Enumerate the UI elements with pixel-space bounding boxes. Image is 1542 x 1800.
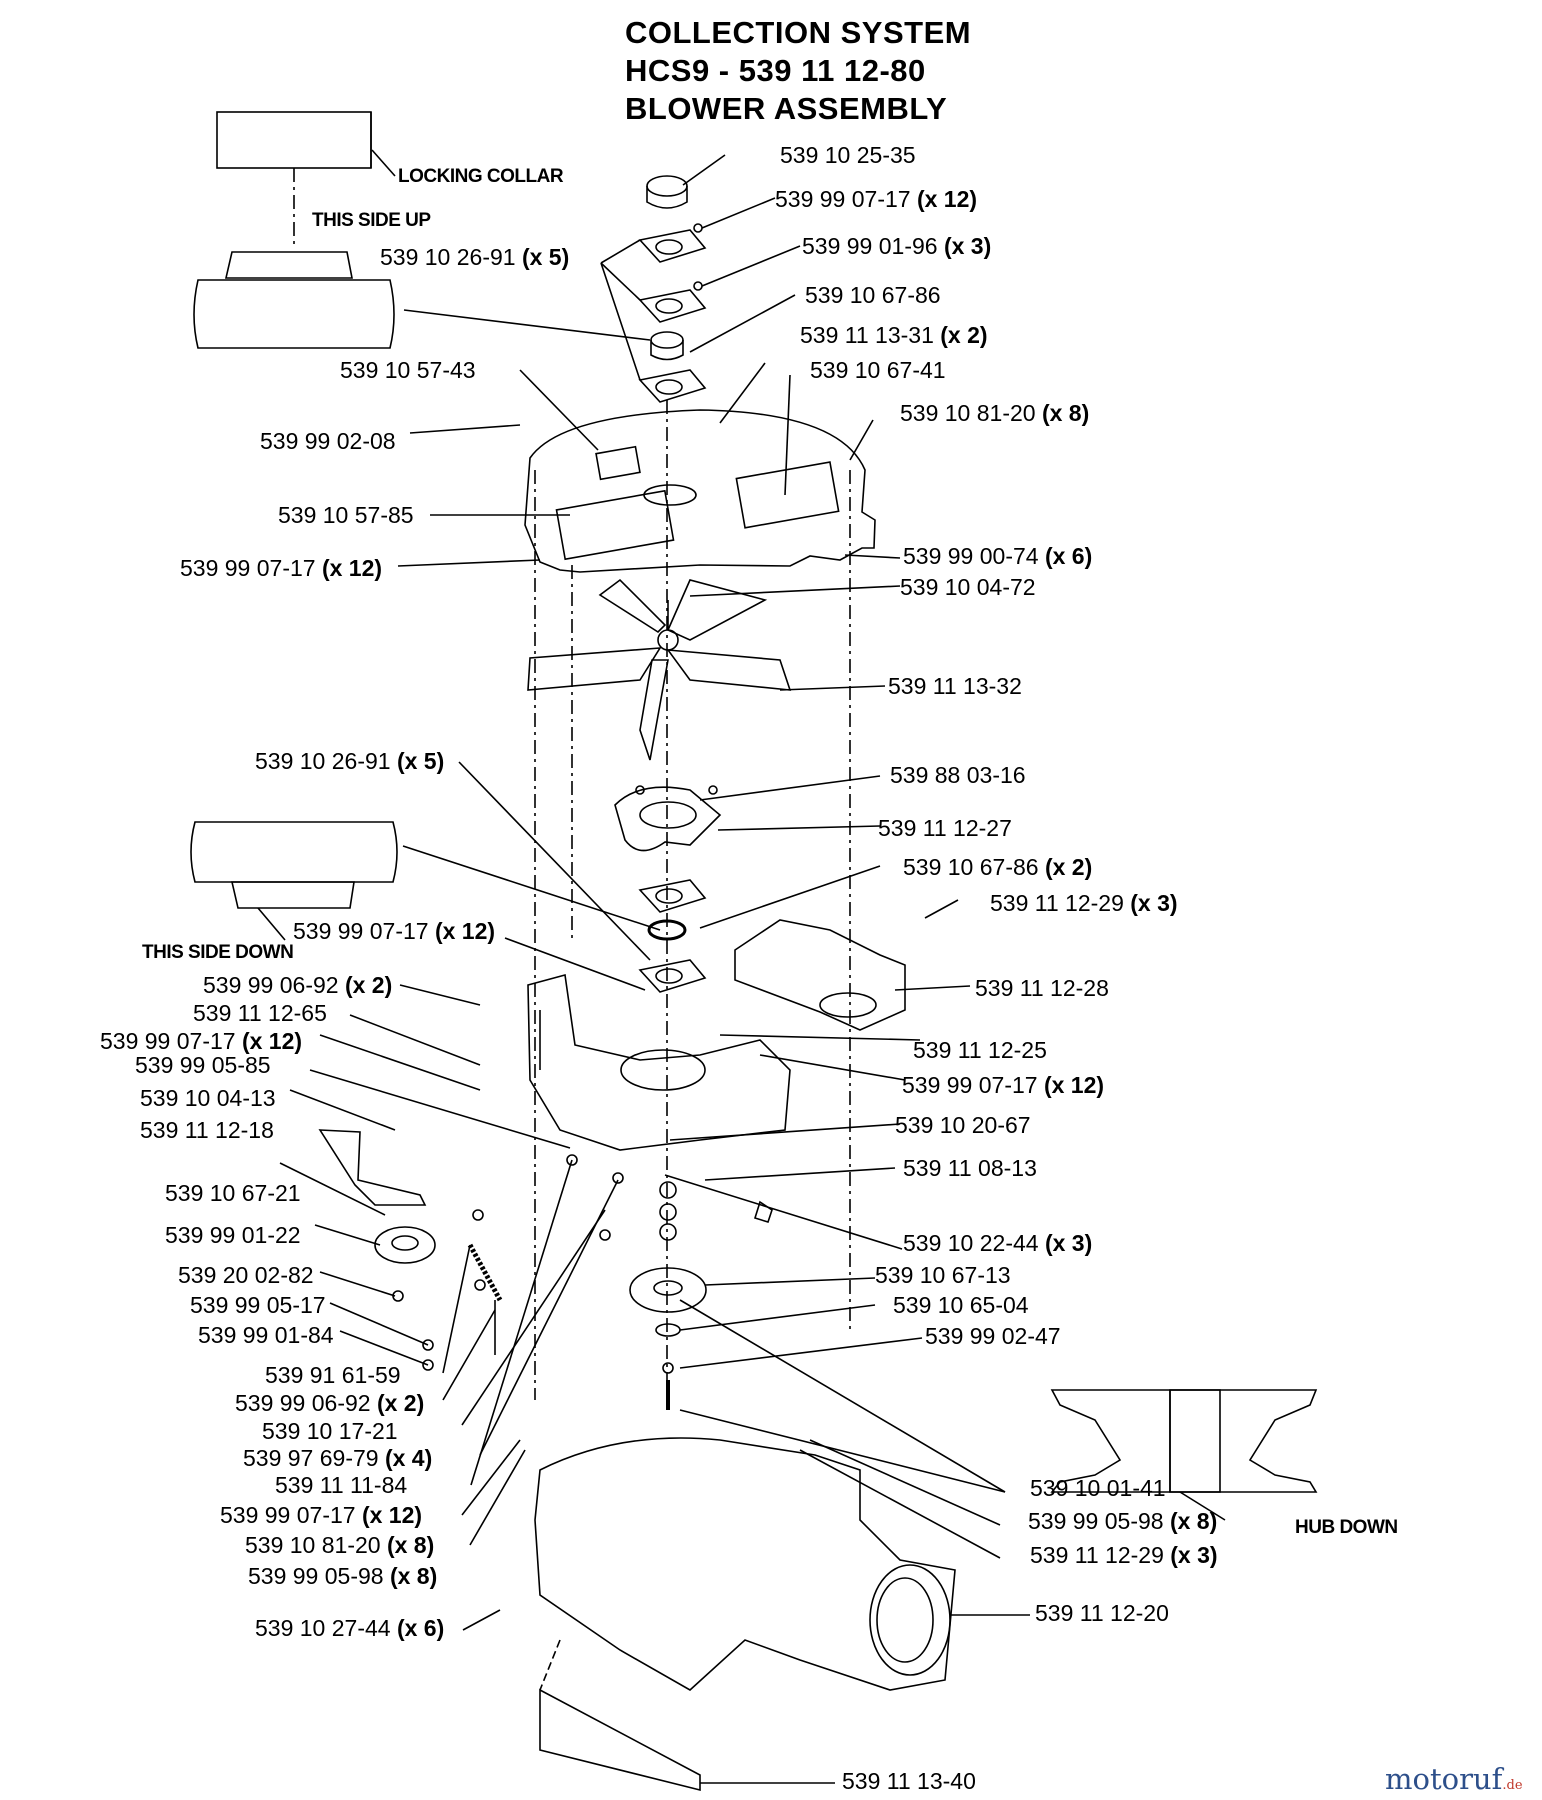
part-label: 539 99 05-17: [190, 1292, 326, 1318]
bearing-stack-top: [638, 175, 707, 1380]
note-this-side-up: THIS SIDE UP: [312, 210, 431, 231]
part-label: 539 10 57-43: [340, 357, 476, 383]
part-label: 539 10 22-44 (x 3): [903, 1230, 1093, 1256]
part-label: 539 10 67-21: [165, 1180, 301, 1206]
part-label: 539 97 69-79 (x 4): [243, 1445, 433, 1471]
part-label: 539 10 04-13: [140, 1085, 276, 1111]
part-label: 539 99 00-74 (x 6): [903, 543, 1093, 569]
part-label: 539 11 12-65: [193, 1000, 327, 1026]
part-label: 539 99 01-84: [198, 1322, 334, 1348]
pulley-stack-drawing: [629, 1181, 773, 1410]
part-label: 539 11 12-29 (x 3): [990, 890, 1178, 916]
part-label: 539 10 67-86 (x 2): [903, 854, 1093, 880]
part-label: 539 99 07-17 (x 12): [775, 186, 978, 212]
note-this-side-down: THIS SIDE DOWN: [142, 942, 294, 963]
part-label: 539 11 12-18: [140, 1117, 274, 1143]
part-label: 539 11 12-29 (x 3): [1030, 1542, 1218, 1568]
part-label: 539 99 02-47: [925, 1323, 1061, 1349]
part-label: 539 11 12-20: [1035, 1600, 1169, 1626]
part-label: 539 11 08-13: [903, 1155, 1037, 1181]
fan-housing-drawing: [527, 973, 791, 1151]
title-line-3: BLOWER ASSEMBLY: [625, 91, 948, 126]
part-label: 539 99 05-85: [135, 1052, 271, 1078]
housing-bracket-drawing: [734, 919, 906, 1031]
chute-drawing: [534, 1437, 956, 1792]
idler-assembly-drawing: [318, 1129, 624, 1371]
bearing-stack-lower: [614, 785, 722, 993]
collar-lower-drawing: [190, 821, 398, 941]
part-label: 539 11 12-25: [913, 1037, 1047, 1063]
part-label: 539 11 13-32: [888, 673, 1022, 699]
part-label: 539 99 07-17 (x 12): [100, 1028, 303, 1054]
part-label: 539 20 02-82: [178, 1262, 314, 1288]
locking-collar-drawing: [193, 111, 396, 349]
part-label: 539 10 65-04: [893, 1292, 1029, 1318]
part-label: 539 10 67-41: [810, 357, 946, 383]
part-label: 539 10 17-21: [262, 1418, 398, 1444]
part-label: 539 99 06-92 (x 2): [203, 972, 393, 998]
part-label: 539 99 07-17 (x 12): [220, 1502, 423, 1528]
note-locking-collar: LOCKING COLLAR: [398, 166, 564, 187]
part-label: 539 10 01-41: [1030, 1475, 1166, 1501]
part-label: 539 11 12-28: [975, 975, 1109, 1001]
part-label: 539 88 03-16: [890, 762, 1026, 788]
part-label: 539 10 04-72: [900, 574, 1036, 600]
part-label: 539 99 01-96 (x 3): [802, 233, 992, 259]
part-label: 539 99 02-08: [260, 428, 396, 454]
part-label: 539 10 67-13: [875, 1262, 1011, 1288]
part-label: 539 10 81-20 (x 8): [900, 400, 1090, 426]
part-label: 539 99 07-17 (x 12): [180, 555, 383, 581]
part-label: 539 10 81-20 (x 8): [245, 1532, 435, 1558]
part-label: 539 11 11-84: [275, 1472, 408, 1498]
part-label: 539 10 67-86: [805, 282, 941, 308]
part-label: 539 99 01-22: [165, 1222, 301, 1248]
part-label: 539 11 13-31 (x 2): [800, 322, 988, 348]
part-label: 539 99 05-98 (x 8): [1028, 1508, 1218, 1534]
part-label: 539 10 20-67: [895, 1112, 1031, 1138]
part-label: 539 10 26-91 (x 5): [255, 748, 445, 774]
part-label: 539 99 06-92 (x 2): [235, 1390, 425, 1416]
part-label: 539 99 07-17 (x 12): [293, 918, 496, 944]
part-label: 539 11 12-27: [878, 815, 1012, 841]
top-plate-drawing: [524, 409, 876, 1400]
part-label: 539 11 13-40: [842, 1768, 976, 1794]
hub-detail-drawing: [1050, 1389, 1318, 1493]
part-label: 539 10 25-35: [780, 142, 916, 168]
title-line-1: COLLECTION SYSTEM: [625, 15, 972, 50]
note-hub-down: HUB DOWN: [1295, 1517, 1398, 1538]
watermark-logo: motoruf.de: [1385, 1762, 1523, 1796]
part-label: 539 10 57-85: [278, 502, 414, 528]
part-label: 539 10 26-91 (x 5): [380, 244, 570, 270]
fan-drawing: [527, 578, 792, 761]
title-line-2: HCS9 - 539 11 12-80: [625, 53, 926, 88]
part-label: 539 99 07-17 (x 12): [902, 1072, 1105, 1098]
part-label: 539 10 27-44 (x 6): [255, 1615, 445, 1641]
leader-lines: [279, 154, 1226, 1784]
part-label: 539 99 05-98 (x 8): [248, 1563, 438, 1589]
part-label: 539 91 61-59: [265, 1362, 401, 1388]
